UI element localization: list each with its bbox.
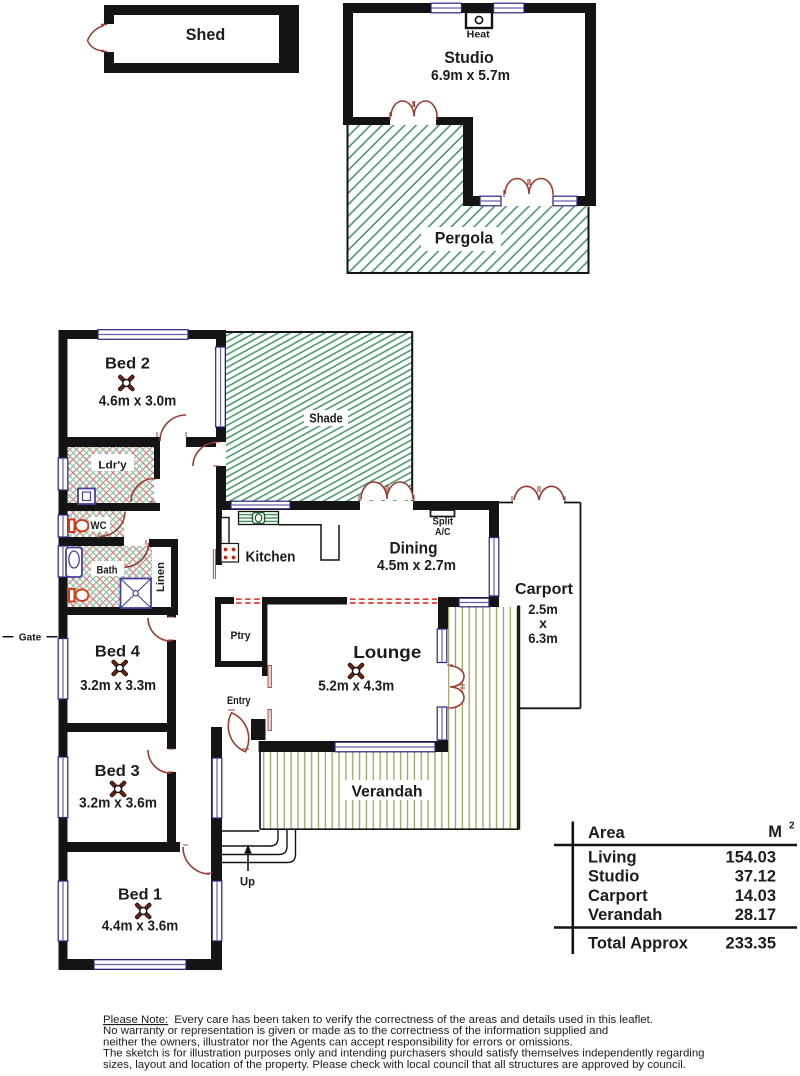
svg-text:4.4m x 3.6m: 4.4m x 3.6m bbox=[102, 919, 179, 935]
svg-text:Please Note:Every care has bee: Please Note:Every care has been taken to… bbox=[103, 1014, 653, 1026]
svg-text:No warranty or representation: No warranty or representation is given o… bbox=[103, 1025, 608, 1037]
svg-text:A/C: A/C bbox=[435, 526, 451, 538]
svg-text:Total Approx: Total Approx bbox=[588, 935, 689, 953]
svg-text:x: x bbox=[539, 615, 547, 631]
svg-text:Ldr'y: Ldr'y bbox=[98, 460, 127, 472]
svg-text:Heat: Heat bbox=[467, 28, 491, 40]
svg-text:Area: Area bbox=[588, 824, 626, 842]
svg-text:Bath: Bath bbox=[97, 564, 118, 576]
svg-text:5.2m x 4.3m: 5.2m x 4.3m bbox=[318, 679, 394, 695]
svg-text:neither the owners, illustrato: neither the owners, illustrator nor the … bbox=[103, 1036, 573, 1048]
svg-text:Linen: Linen bbox=[155, 562, 167, 592]
svg-text:154.03: 154.03 bbox=[726, 849, 776, 867]
svg-text:Bed 2: Bed 2 bbox=[105, 355, 150, 372]
svg-text:37.12: 37.12 bbox=[735, 868, 776, 886]
svg-text:WC: WC bbox=[91, 520, 107, 532]
svg-text:Dining: Dining bbox=[390, 539, 438, 558]
svg-text:Ptry: Ptry bbox=[231, 630, 252, 642]
svg-text:4.6m x 3.0m: 4.6m x 3.0m bbox=[99, 394, 177, 410]
svg-text:Bed 3: Bed 3 bbox=[95, 763, 140, 780]
svg-text:Bed 4: Bed 4 bbox=[95, 644, 140, 661]
svg-text:Lounge: Lounge bbox=[353, 642, 421, 662]
svg-text:Living: Living bbox=[588, 849, 637, 867]
svg-text:Split: Split bbox=[433, 515, 454, 527]
svg-text:Verandah: Verandah bbox=[588, 906, 662, 924]
svg-text:Studio: Studio bbox=[444, 49, 494, 67]
svg-text:Entry: Entry bbox=[227, 695, 251, 707]
svg-text:6.3m: 6.3m bbox=[528, 630, 558, 646]
svg-text:Carport: Carport bbox=[515, 581, 574, 598]
svg-text:M: M bbox=[768, 823, 782, 841]
svg-text:3.2m x 3.3m: 3.2m x 3.3m bbox=[80, 678, 156, 694]
svg-text:28.17: 28.17 bbox=[735, 906, 776, 924]
svg-text:2: 2 bbox=[789, 821, 795, 832]
svg-text:4.5m x 2.7m: 4.5m x 2.7m bbox=[377, 558, 456, 574]
svg-text:3.2m x 3.6m: 3.2m x 3.6m bbox=[79, 795, 157, 811]
svg-text:Studio: Studio bbox=[588, 868, 639, 886]
svg-text:The sketch is for illustration: The sketch is for illustration purposes … bbox=[103, 1048, 705, 1060]
svg-text:Verandah: Verandah bbox=[352, 784, 423, 801]
svg-text:sizes, layout and location of: sizes, layout and location of the proper… bbox=[103, 1059, 686, 1071]
svg-text:Shed: Shed bbox=[186, 25, 226, 44]
svg-text:6.9m x 5.7m: 6.9m x 5.7m bbox=[431, 68, 510, 84]
svg-text:Gate: Gate bbox=[19, 631, 42, 643]
svg-text:2.5m: 2.5m bbox=[528, 601, 558, 617]
svg-text:Shade: Shade bbox=[309, 412, 343, 426]
svg-text:Pergola: Pergola bbox=[435, 230, 494, 248]
svg-text:Bed 1: Bed 1 bbox=[118, 886, 162, 903]
svg-text:233.35: 233.35 bbox=[726, 935, 776, 953]
svg-text:14.03: 14.03 bbox=[735, 887, 776, 905]
svg-text:Carport: Carport bbox=[588, 887, 648, 905]
svg-text:Kitchen: Kitchen bbox=[246, 549, 296, 566]
svg-text:Up: Up bbox=[240, 875, 255, 889]
